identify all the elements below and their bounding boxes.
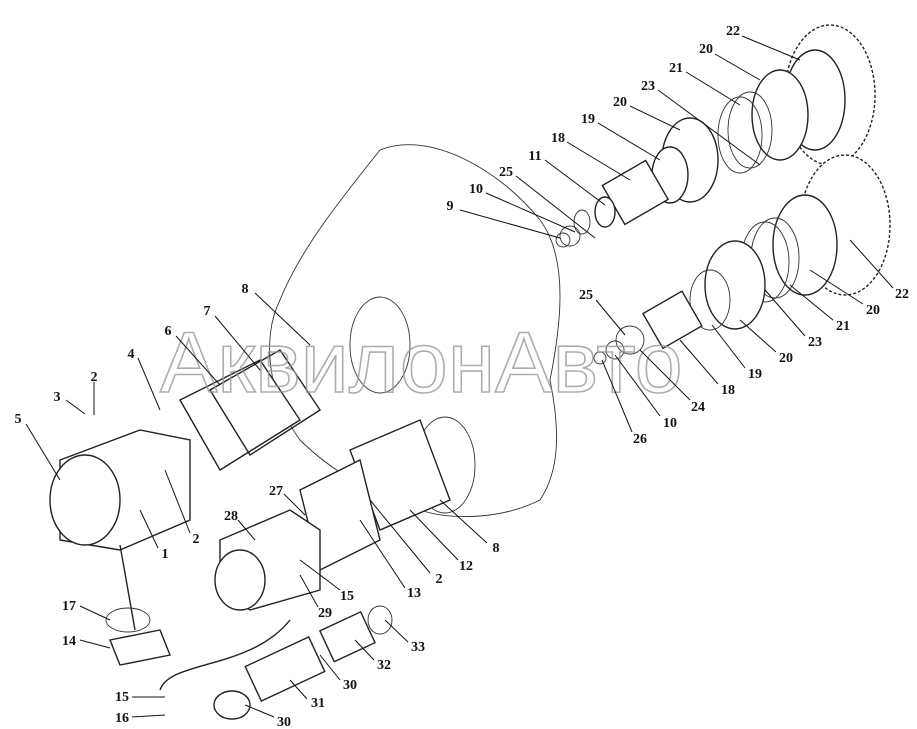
part-label: 22 [895, 287, 909, 302]
part-label: 7 [204, 304, 211, 319]
housing-bore [349, 296, 411, 394]
part-label: 24 [691, 400, 705, 415]
part-label: 21 [836, 319, 850, 334]
part-label: 1 [162, 547, 169, 562]
part-label: 20 [866, 303, 880, 318]
oil-pipe [119, 544, 291, 691]
part-label: 19 [748, 367, 762, 382]
part-label: 26 [633, 432, 647, 447]
part-label: 8 [493, 541, 500, 556]
part-label: 8 [242, 282, 249, 297]
part-labels: 22 20 21 23 20 19 18 11 25 10 9 22 20 21… [15, 24, 910, 729]
part-label: 12 [459, 559, 473, 574]
part-label: 5 [15, 412, 22, 427]
part-label: 20 [699, 42, 713, 57]
part-label: 13 [407, 586, 421, 601]
part-label: 23 [808, 335, 822, 350]
part-label: 31 [311, 696, 325, 711]
gear-housing-outline [269, 144, 561, 518]
part-label: 19 [581, 112, 595, 127]
part-label: 11 [528, 149, 541, 164]
part-label: 30 [277, 715, 291, 729]
upper-gear [555, 24, 876, 248]
part-label: 30 [343, 678, 357, 693]
part-label: 33 [411, 640, 425, 655]
part-label: 14 [62, 634, 76, 649]
watermark: АквилонАвто [160, 315, 683, 411]
part-label: 27 [269, 484, 283, 499]
part-label: 2 [91, 370, 98, 385]
part-label: 22 [726, 24, 740, 39]
part-label: 16 [115, 711, 129, 726]
part-label: 15 [115, 690, 129, 705]
part-label: 3 [54, 390, 61, 405]
part-label: 25 [499, 165, 513, 180]
part-label: 21 [669, 61, 683, 76]
part-label: 17 [62, 599, 76, 614]
leader-lines [25, 35, 894, 718]
part-label: 32 [377, 658, 391, 673]
part-label: 20 [613, 95, 627, 110]
part-label: 10 [663, 416, 677, 431]
part-label: 4 [128, 347, 135, 362]
part-label: 2 [193, 532, 200, 547]
part-label: 28 [224, 509, 238, 524]
gasket-plate [179, 359, 301, 471]
part-label: 20 [779, 351, 793, 366]
oil-pump [49, 429, 321, 611]
part-label: 9 [447, 199, 454, 214]
part-label: 10 [469, 182, 483, 197]
part-label: 23 [641, 79, 655, 94]
part-label: 6 [165, 324, 172, 339]
part-label: 18 [551, 131, 565, 146]
part-label: 15 [340, 589, 354, 604]
part-label: 2 [436, 572, 443, 587]
part-label: 25 [579, 288, 593, 303]
part-label: 29 [318, 606, 332, 621]
part-label: 18 [721, 383, 735, 398]
